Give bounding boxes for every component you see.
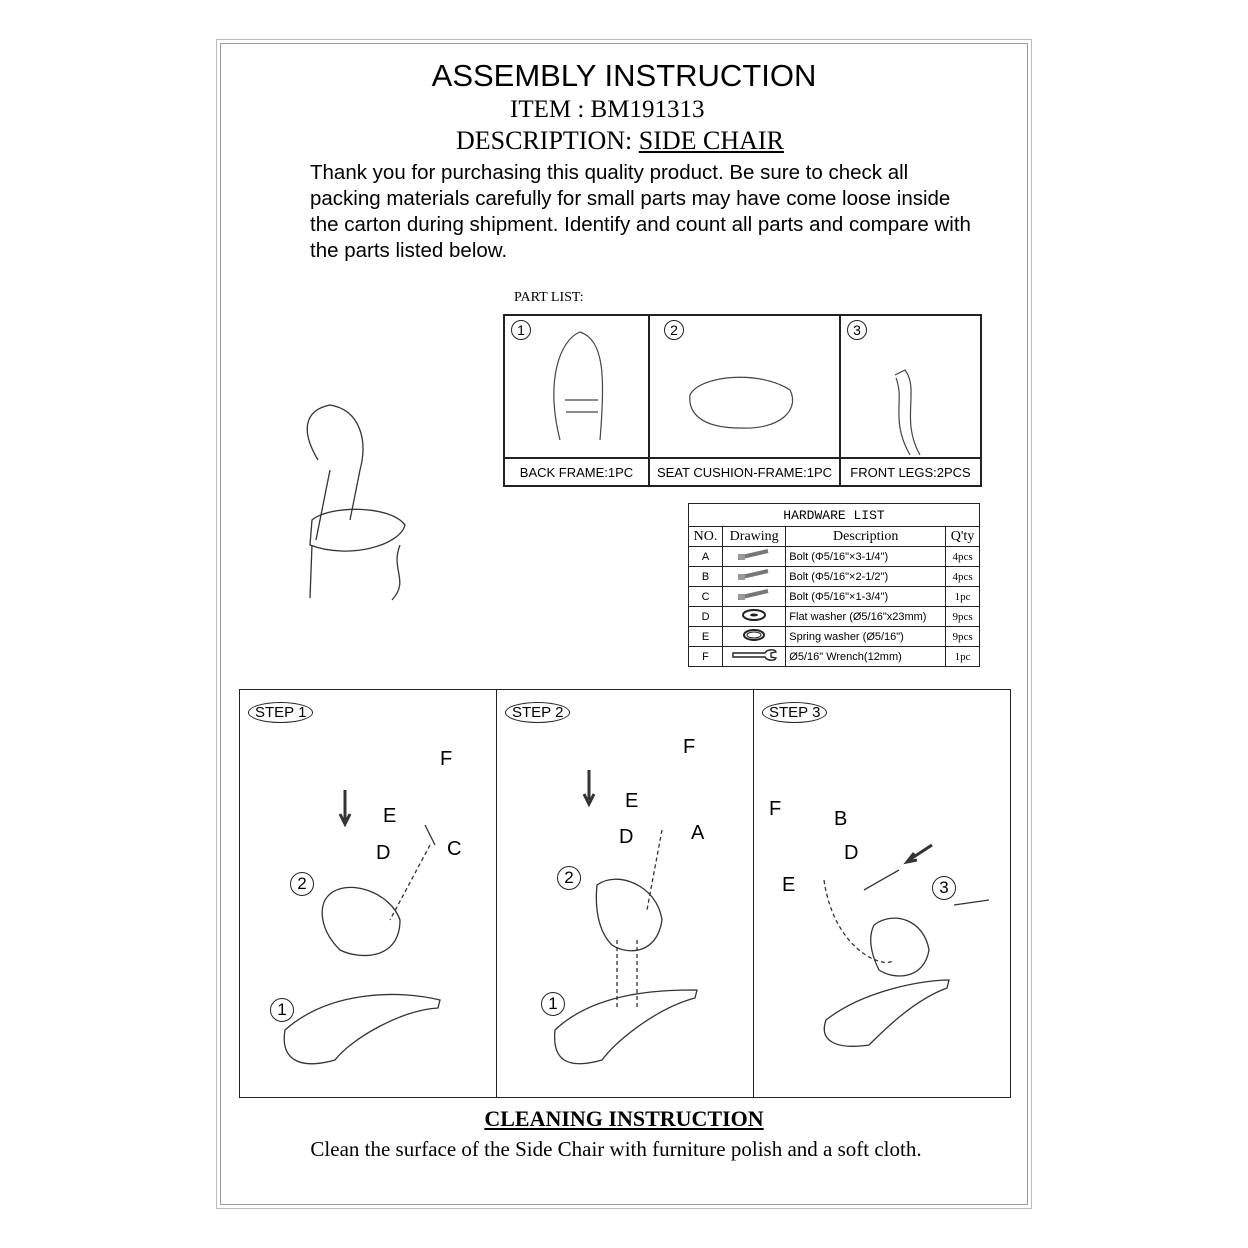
- step-3-drawing: [823, 843, 990, 1047]
- part-caption: BACK FRAME:1PC: [503, 457, 650, 487]
- hardware-qty: 9pcs: [945, 626, 980, 647]
- col-header: Description: [785, 526, 947, 547]
- step-3-panel: STEP 3 F B D E 3: [754, 690, 1010, 1097]
- hardware-description: Ø5/16" Wrench(12mm): [785, 646, 947, 667]
- part-callout: 1: [270, 998, 294, 1022]
- description-label: DESCRIPTION:: [456, 126, 633, 155]
- step-label: STEP 2: [505, 702, 571, 723]
- step-2-drawing: [553, 770, 698, 1065]
- step-1-panel: STEP 1 F E C D 2 1: [240, 690, 497, 1097]
- hardware-description: Bolt (Φ5/16"×3-1/4"): [785, 546, 947, 567]
- item-number: ITEM : BM191313: [510, 96, 705, 123]
- hardware-description: Bolt (Φ5/16"×1-3/4"): [785, 586, 947, 607]
- cleaning-title: CLEANING INSTRUCTION: [0, 1106, 1248, 1132]
- part-2-cell: 2: [648, 314, 841, 459]
- hardware-row: B Bolt (Φ5/16"×2-1/2")4pcs: [687, 566, 980, 587]
- hardware-list-table: HARDWARE LIST NO. Drawing Description Q'…: [687, 503, 980, 667]
- part-1-cell: 1: [503, 314, 650, 459]
- col-header: Drawing: [722, 526, 787, 547]
- callout: E: [782, 874, 796, 896]
- callout: C: [447, 838, 462, 860]
- part-number: 3: [847, 320, 867, 340]
- callout: B: [834, 808, 848, 830]
- hardware-row: F Ø5/16" Wrench(12mm)1pc: [687, 646, 980, 667]
- hardware-row: D Flat washer (Ø5/16"x23mm)9pcs: [687, 606, 980, 627]
- step-2-panel: STEP 2 F E A D 2 1: [497, 690, 754, 1097]
- hardware-no: A: [687, 546, 724, 567]
- part-list-table: 1 2 3 BACK FRAME:1PC SEAT CUSHION-FRAME:…: [503, 314, 982, 487]
- part-callout: 3: [932, 876, 956, 900]
- wrench-icon: [722, 646, 787, 667]
- part-callout: 1: [541, 992, 565, 1016]
- part-callout: 2: [290, 872, 314, 896]
- flat-washer-icon: [722, 606, 787, 627]
- part-caption: FRONT LEGS:2PCS: [839, 457, 982, 487]
- hardware-no: D: [687, 606, 724, 627]
- hardware-description: Bolt (Φ5/16"×2-1/2"): [785, 566, 947, 587]
- hardware-qty: 4pcs: [945, 566, 980, 587]
- hardware-row: A Bolt (Φ5/16"×3-1/4")4pcs: [687, 546, 980, 567]
- hardware-row: E Spring washer (Ø5/16")9pcs: [687, 626, 980, 647]
- page-title: ASSEMBLY INSTRUCTION: [431, 58, 817, 93]
- hardware-no: C: [687, 586, 724, 607]
- callout: E: [625, 790, 639, 812]
- part-caption: SEAT CUSHION-FRAME:1PC: [648, 457, 841, 487]
- bolt-icon: [722, 566, 787, 587]
- hardware-description: Flat washer (Ø5/16"x23mm): [785, 606, 947, 627]
- step-label: STEP 1: [248, 702, 314, 723]
- hardware-description: Spring washer (Ø5/16"): [785, 626, 947, 647]
- cleaning-title-text: CLEANING INSTRUCTION: [484, 1106, 764, 1131]
- part-list-label: PART LIST:: [514, 290, 584, 305]
- intro-text: Thank you for purchasing this quality pr…: [310, 161, 971, 262]
- description: DESCRIPTION: SIDE CHAIR: [456, 126, 784, 156]
- col-header: Q'ty: [945, 526, 980, 547]
- callout: D: [619, 826, 634, 848]
- bolt-icon: [722, 586, 787, 607]
- bolt-icon: [722, 546, 787, 567]
- hardware-qty: 4pcs: [945, 546, 980, 567]
- hardware-qty: 9pcs: [945, 606, 980, 627]
- part-callout: 2: [557, 866, 581, 890]
- spring-washer-icon: [722, 626, 787, 647]
- assembly-steps: STEP 1 F E C D 2 1 STEP 2 F E A D 2 1 ST…: [239, 689, 1011, 1098]
- hardware-qty: 1pc: [945, 646, 980, 667]
- hardware-qty: 1pc: [945, 586, 980, 607]
- page-border: [220, 43, 1028, 1205]
- hardware-no: B: [687, 566, 724, 587]
- callout: E: [383, 805, 397, 827]
- hardware-row: C Bolt (Φ5/16"×1-3/4")1pc: [687, 586, 980, 607]
- col-header: NO.: [687, 526, 724, 547]
- callout: D: [376, 842, 391, 864]
- part-number: 2: [664, 320, 684, 340]
- hardware-no: F: [687, 646, 724, 667]
- hardware-no: E: [687, 626, 724, 647]
- description-value: SIDE CHAIR: [638, 126, 784, 155]
- callout: D: [844, 842, 859, 864]
- cleaning-text: Clean the surface of the Side Chair with…: [310, 1137, 922, 1161]
- callout: F: [769, 798, 782, 820]
- callout: F: [440, 748, 453, 770]
- part-number: 1: [511, 320, 531, 340]
- step-label: STEP 3: [762, 702, 828, 723]
- callout: A: [691, 822, 705, 844]
- callout: F: [683, 736, 696, 758]
- part-3-cell: 3: [839, 314, 982, 459]
- hardware-title: HARDWARE LIST: [688, 503, 980, 527]
- step-1-drawing: [283, 790, 441, 1065]
